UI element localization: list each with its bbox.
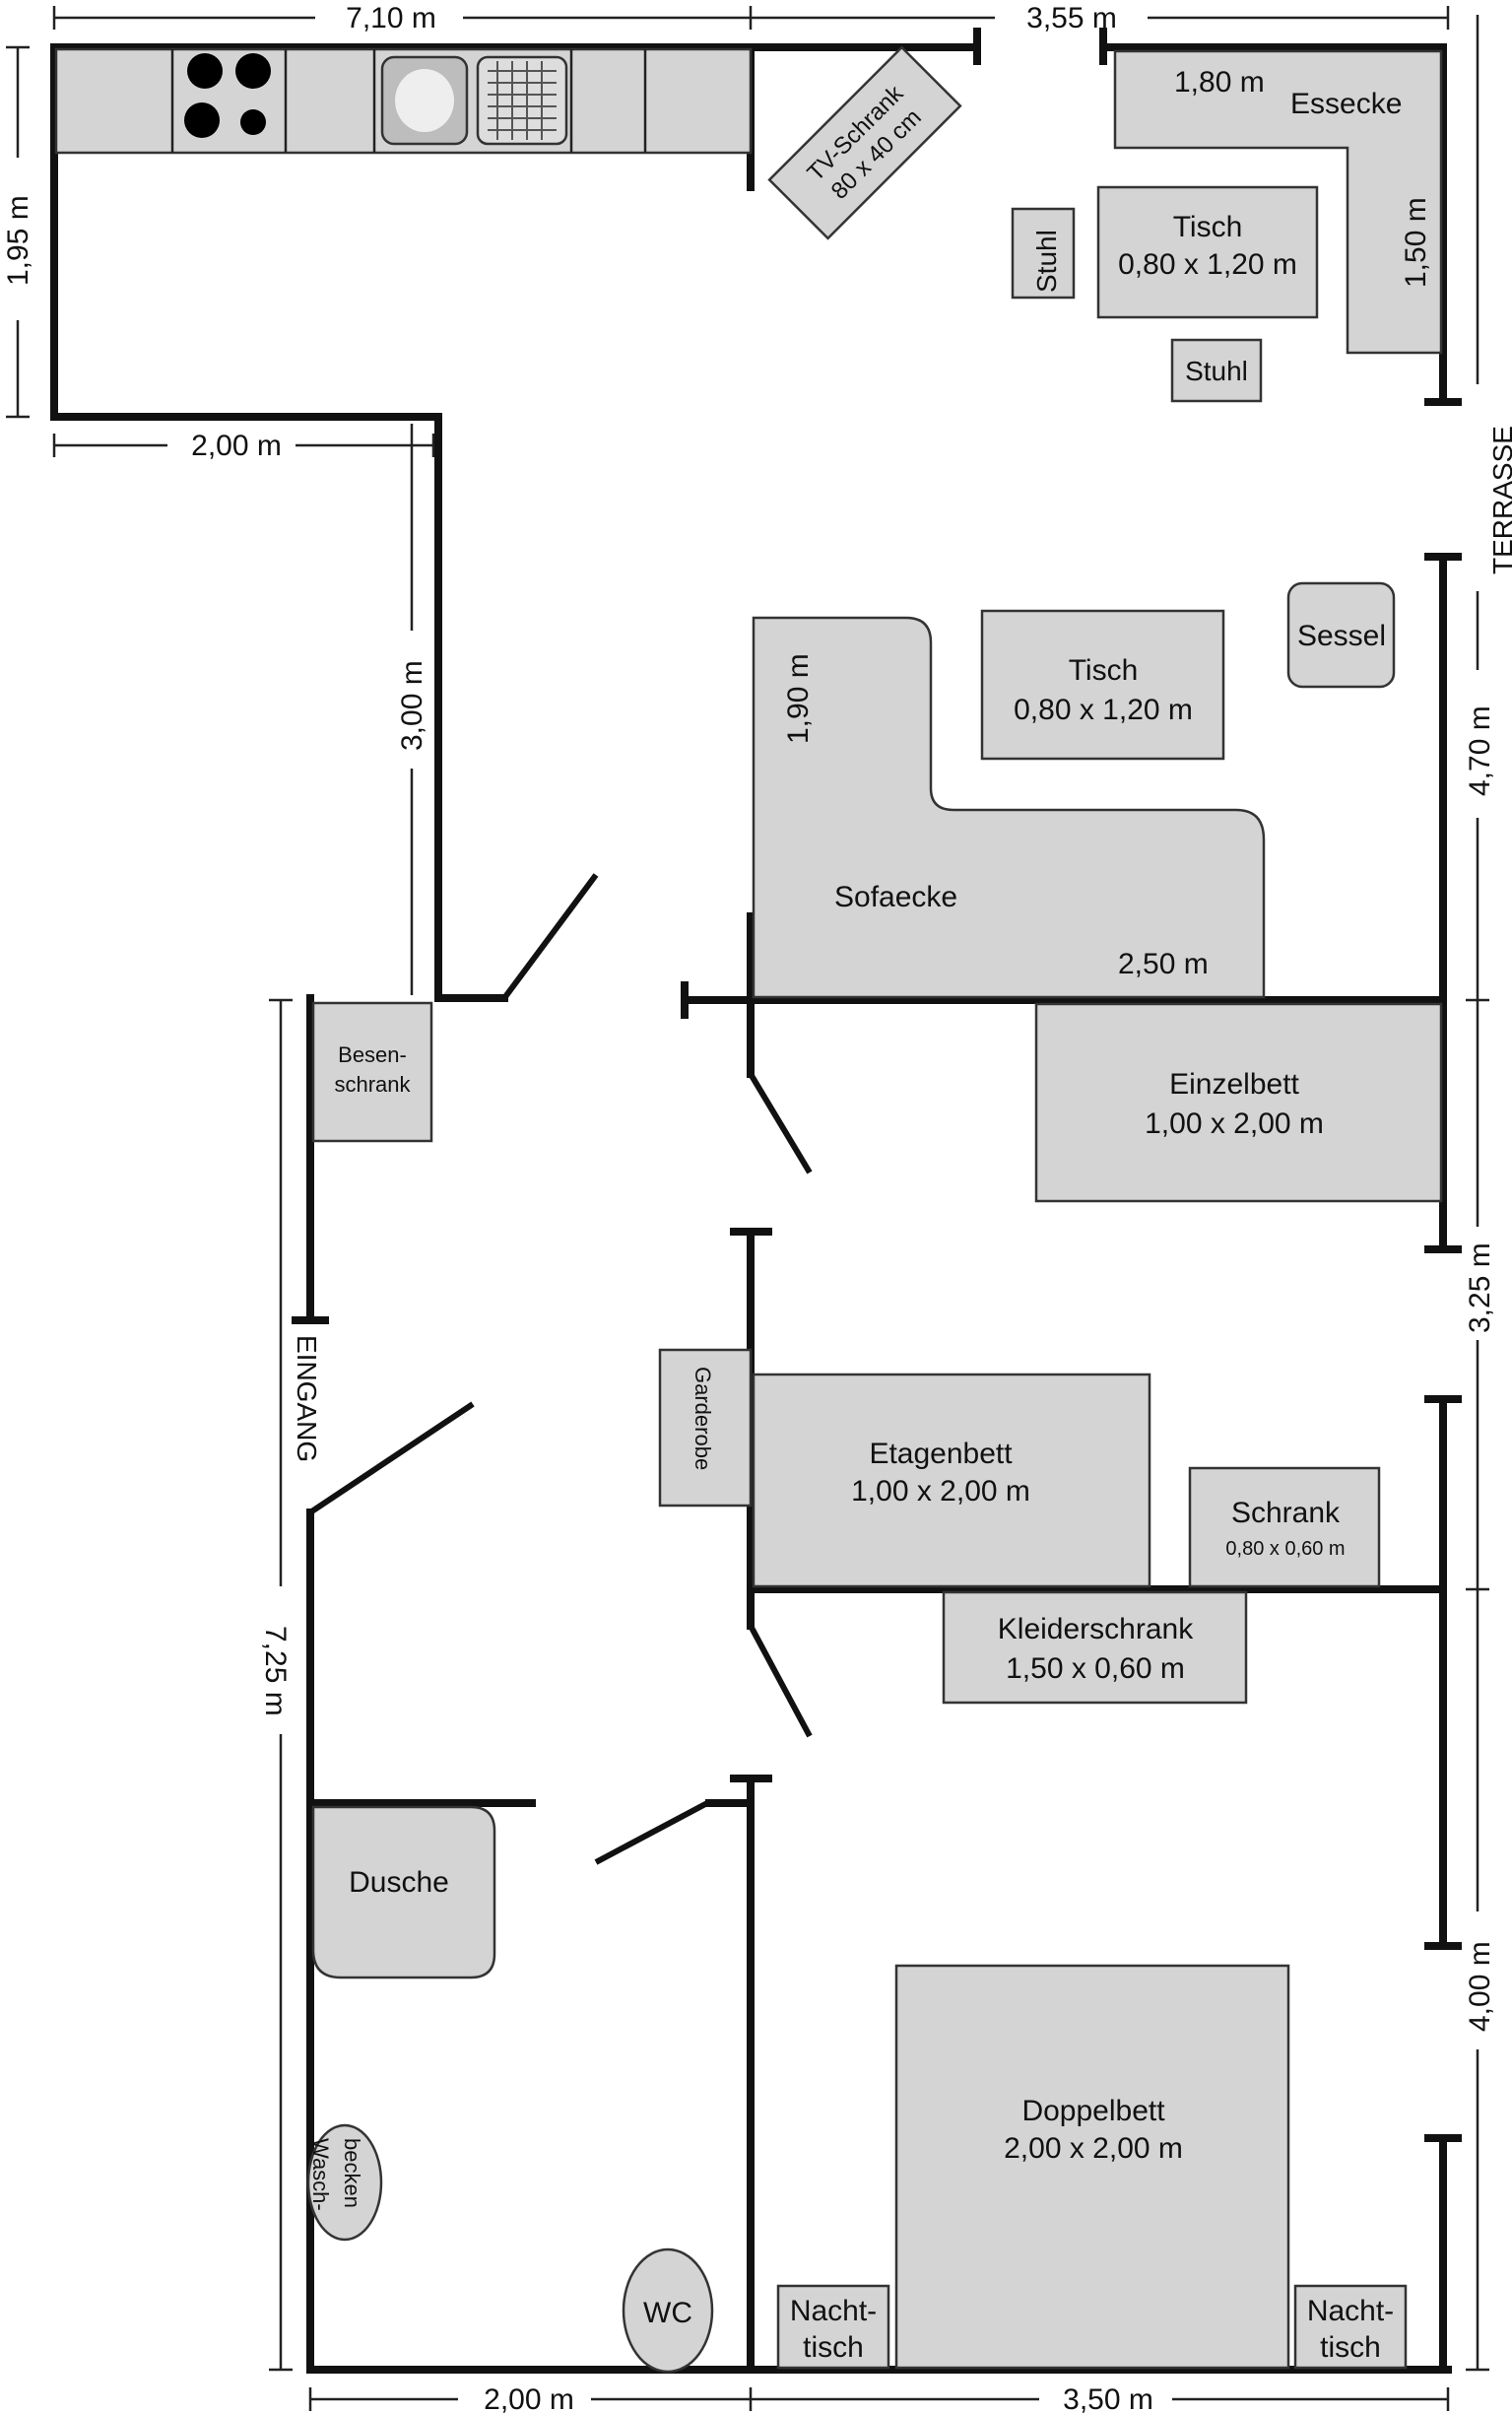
dim-kitchen-height: 1,95 m	[2, 195, 34, 286]
clothes-wardrobe: Kleiderschrank 1,50 x 0,60 m	[942, 1590, 1248, 1705]
stuhl-left-label: Stuhl	[1031, 230, 1062, 293]
etagenbett-label-1: Etagenbett	[869, 1438, 1013, 1470]
chair-bottom: Stuhl	[1170, 338, 1263, 403]
nacht-right-label-1: Nacht-	[1307, 2295, 1394, 2327]
besen-label-1: Besen-	[338, 1042, 407, 1067]
kleider-label-1: Kleiderschrank	[998, 1613, 1194, 1645]
schrank-label-2: 0,80 x 0,60 m	[1225, 1538, 1345, 1560]
sofaecke-label: Sofaecke	[834, 881, 957, 913]
einzelbett-label-1: Einzelbett	[1169, 1068, 1299, 1101]
tisch1-label-2: 0,80 x 1,20 m	[1118, 248, 1297, 281]
double-bed: Doppelbett 2,00 x 2,00 m	[894, 1964, 1290, 2370]
nightstand-left: Nacht- tisch	[776, 2284, 890, 2370]
essecke-label: Essecke	[1290, 88, 1402, 120]
dim-bottom-right: 3,50 m	[1063, 2383, 1153, 2414]
wc-label: WC	[643, 2297, 692, 2329]
doppelbett-label-2: 2,00 x 2,00 m	[1004, 2132, 1183, 2165]
nightstand-right: Nacht- tisch	[1293, 2284, 1408, 2370]
sofa-corner: 1,90 m Sofaecke 2,50 m	[752, 616, 1266, 999]
dim-right-upper: 4,70 m	[1464, 705, 1496, 796]
kitchen-counter	[54, 47, 753, 155]
kleider-label-2: 1,50 x 0,60 m	[1006, 1652, 1185, 1685]
eingang-label: EINGANG	[292, 1335, 322, 1462]
einzelbett-label-2: 1,00 x 2,00 m	[1145, 1107, 1324, 1140]
washbasin: Wasch- becken	[306, 2123, 383, 2242]
tisch2-label-1: Tisch	[1069, 654, 1139, 687]
bunk-bed: Etagenbett 1,00 x 2,00 m	[752, 1373, 1151, 1588]
dusche-label: Dusche	[349, 1866, 449, 1899]
nacht-left-label-1: Nacht-	[790, 2295, 877, 2327]
dim-bottom-left: 2,00 m	[484, 2383, 574, 2414]
dining-table: Tisch 0,80 x 1,20 m	[1096, 185, 1319, 319]
terrasse-label: TERRASSE	[1487, 426, 1512, 574]
etagenbett-label-2: 1,00 x 2,00 m	[851, 1475, 1030, 1508]
dim-kitchen-return: 2,00 m	[191, 430, 282, 462]
dim-right-middle: 3,25 m	[1464, 1242, 1496, 1333]
cupboard: Schrank 0,80 x 0,60 m	[1188, 1466, 1381, 1588]
besen-label-2: schrank	[334, 1072, 411, 1097]
stuhl-bottom-label: Stuhl	[1185, 356, 1248, 386]
schrank-label-1: Schrank	[1231, 1497, 1341, 1529]
single-bed: Einzelbett 1,00 x 2,00 m	[1034, 1002, 1443, 1203]
doors	[308, 873, 813, 1865]
dim-top-left: 7,10 m	[346, 2, 436, 34]
sink-icon	[380, 55, 568, 146]
tisch1-label-1: Tisch	[1173, 211, 1243, 243]
shower: Dusche	[311, 1805, 496, 1979]
wardrobe-rack: Garderobe	[658, 1348, 753, 1508]
dim-right-lower: 4,00 m	[1464, 1941, 1496, 2032]
dim-left-lower: 7,25 m	[259, 1626, 292, 1716]
chair-left: Stuhl	[1011, 207, 1076, 300]
nacht-left-label-2: tisch	[803, 2331, 864, 2364]
dim-corridor: 3,00 m	[396, 660, 428, 751]
garderobe-label: Garderobe	[690, 1367, 715, 1470]
tv-cabinet: TV-Schrank 80 x 40 cm	[767, 45, 962, 240]
wasch-label-1: Wasch-	[308, 2138, 333, 2211]
dim-top-right: 3,55 m	[1026, 2, 1117, 34]
doppelbett-label-1: Doppelbett	[1021, 2095, 1165, 2127]
coffee-table: Tisch 0,80 x 1,20 m	[980, 609, 1225, 761]
essecke-width-label: 1,80 m	[1174, 66, 1265, 99]
walls	[50, 28, 1462, 2374]
nacht-right-label-2: tisch	[1320, 2331, 1381, 2364]
sessel-label: Sessel	[1297, 620, 1386, 652]
dimension-lines	[6, 6, 1489, 2411]
sofa-height-label: 1,90 m	[782, 653, 815, 744]
dining-corner: 1,80 m Essecke 1,50 m	[1113, 49, 1443, 355]
essecke-height-label: 1,50 m	[1400, 197, 1432, 288]
wasch-label-2: becken	[340, 2138, 364, 2208]
stove-icon	[184, 53, 271, 138]
sofa-width-label: 2,50 m	[1118, 948, 1209, 980]
armchair: Sessel	[1286, 581, 1396, 689]
tisch2-label-2: 0,80 x 1,20 m	[1014, 694, 1193, 726]
toilet: WC	[622, 2247, 714, 2374]
broom-cupboard: Besen- schrank	[311, 1001, 433, 1143]
